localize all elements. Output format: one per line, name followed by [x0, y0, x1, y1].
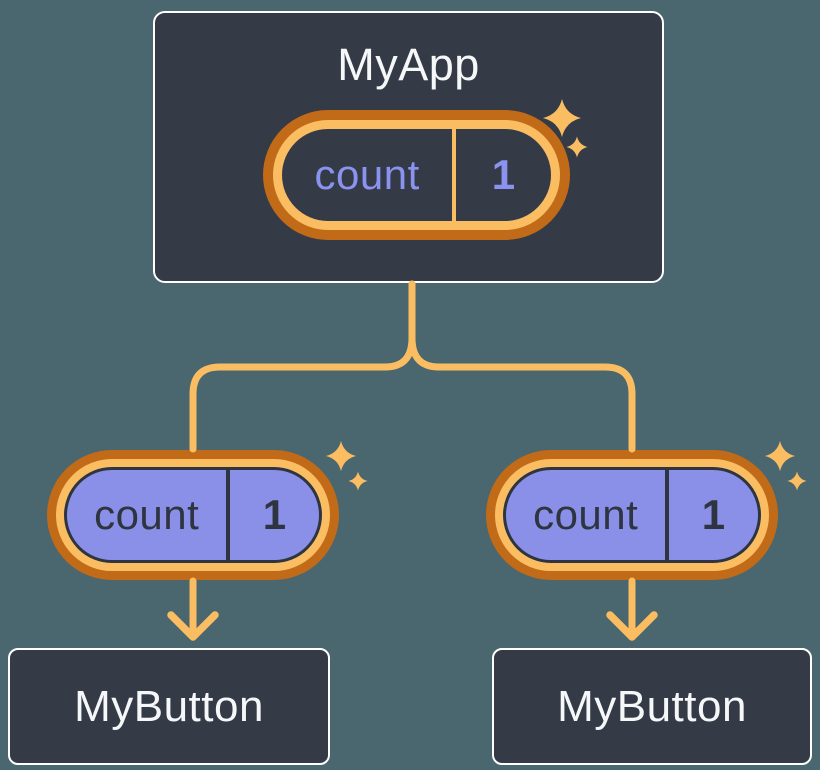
- root-pill-divider: [452, 129, 457, 221]
- connector-left-branch: [189, 280, 416, 453]
- right-child-state-pill-body: count 1: [503, 467, 761, 563]
- right-sparkle-small-icon: [787, 471, 807, 491]
- right-child-pill-divider: [665, 470, 670, 560]
- right-child-state-name: count: [533, 491, 639, 538]
- mybutton-left-title: MyButton: [74, 681, 264, 731]
- root-state-pill-body: count 1: [282, 129, 551, 221]
- root-state-name: count: [314, 151, 420, 198]
- left-sparkle-large-icon: [326, 441, 356, 471]
- left-sparkle-small-icon: [348, 471, 368, 491]
- root-state-value: 1: [491, 151, 516, 198]
- left-child-state-name: count: [94, 491, 200, 538]
- myapp-card: MyApp count 1: [153, 11, 664, 283]
- left-arrow-head-icon: [167, 611, 219, 641]
- right-child-state-pill: count 1: [486, 450, 778, 580]
- left-child-state-value: 1: [262, 491, 287, 538]
- right-child-state-value: 1: [701, 491, 726, 538]
- mybutton-right-title: MyButton: [557, 681, 747, 731]
- right-arrow-head-icon: [606, 611, 658, 641]
- connector-right-branch: [408, 280, 636, 453]
- right-sparkle-large-icon: [765, 441, 795, 471]
- root-state-pill: count 1: [263, 110, 570, 240]
- mybutton-card-right: MyButton: [492, 648, 812, 765]
- mybutton-card-left: MyButton: [8, 648, 330, 765]
- left-child-state-pill-body: count 1: [64, 467, 322, 563]
- left-child-state-pill: count 1: [47, 450, 339, 580]
- left-child-pill-divider: [226, 470, 231, 560]
- myapp-title: MyApp: [337, 39, 480, 90]
